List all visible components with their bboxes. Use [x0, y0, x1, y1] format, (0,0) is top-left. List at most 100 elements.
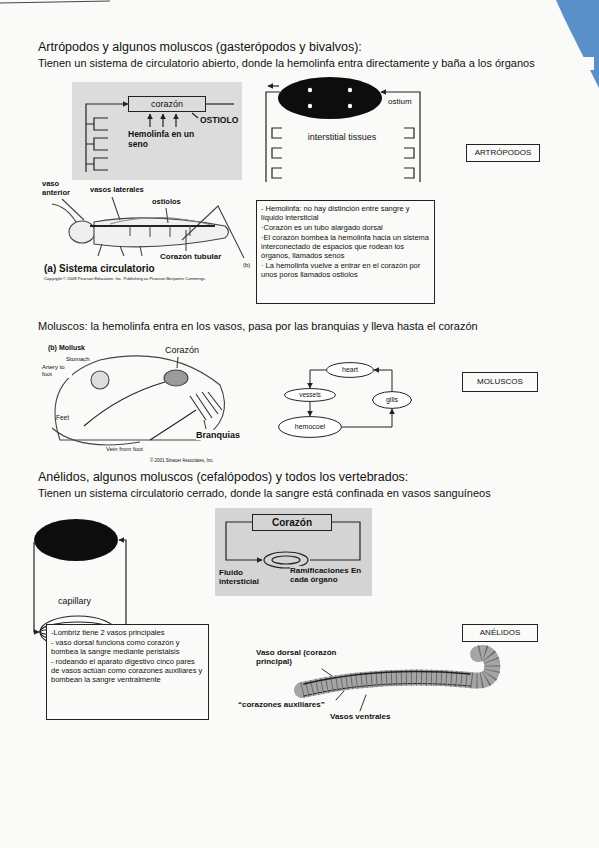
mollusk-body — [55, 356, 225, 440]
part-label: capillary — [58, 596, 91, 606]
flow-arrow — [342, 409, 392, 427]
section-tag: ANÉLIDOS — [462, 624, 538, 642]
organ-oval: vessels — [284, 388, 336, 402]
oval-outline — [279, 417, 342, 438]
leader-line — [192, 113, 198, 118]
part-label: Vein from foot — [106, 446, 143, 453]
heart-box: corazón — [128, 96, 206, 112]
section-subheading: Tienen un sistema circulatorio cerrado, … — [38, 487, 491, 500]
heart-shape — [278, 77, 382, 119]
oval-outline — [373, 392, 412, 409]
insect-leg — [98, 244, 142, 256]
diagram-frame — [72, 82, 242, 180]
heart-shape — [164, 370, 188, 386]
part-label: Hemolinfa en un seno — [128, 130, 198, 150]
part-label: Stomach — [66, 356, 90, 363]
scan-corner — [556, 0, 599, 88]
section-tag: ARTRÓPODOS — [466, 144, 540, 162]
flow-arrow — [149, 114, 150, 127]
leader-line — [112, 197, 120, 220]
heart-shape — [34, 519, 118, 561]
node-text: Corazón — [272, 517, 312, 529]
vessel-line — [34, 542, 39, 632]
node-text: -Lombriz tiene 2 vasos principales — [51, 628, 204, 637]
copyright-note: Copyright © 2008 Pearson Education, Inc.… — [44, 277, 206, 282]
scan-edge — [0, 1, 110, 3]
part-label: interstitial tissues — [300, 132, 384, 142]
sinus-loop — [94, 158, 108, 170]
leader-line — [204, 420, 206, 429]
vessel-line — [116, 540, 126, 632]
node-text: gills — [386, 396, 398, 404]
insect-head — [69, 221, 95, 243]
heart-box: Corazón — [252, 514, 332, 531]
stomach-shape — [91, 371, 109, 389]
insect-wing — [110, 217, 215, 226]
flow-arrow — [310, 370, 326, 388]
copyright-note: © 2001 Sinauer Associates, Inc. — [150, 458, 214, 463]
vessel-line — [381, 92, 420, 182]
vessel-line — [86, 124, 94, 164]
sinus-loop — [94, 138, 108, 150]
part-label: Vasos ventrales — [330, 712, 390, 721]
node-text: ·El corazón bombea la hemolinfa hacia un… — [261, 233, 430, 260]
leader-line — [177, 357, 178, 368]
node-text: vessels — [299, 391, 321, 399]
organ-branches — [272, 556, 300, 564]
part-label: ostiolos — [152, 198, 181, 207]
part-label: ostium — [388, 97, 412, 106]
figure-caption: (a) Sistema circulatorio — [44, 263, 155, 275]
ostium-dot — [348, 88, 352, 92]
part-label: vaso anterior — [42, 180, 86, 197]
lateral-vessel — [130, 226, 190, 237]
section-heading: Anélidos, algunos moluscos (cefalópodos)… — [38, 470, 408, 484]
leader-line — [360, 695, 366, 711]
node-text: MOLUSCOS — [477, 377, 523, 387]
flow-arrow — [175, 114, 176, 127]
leader-line — [336, 691, 344, 700]
part-label: Branquias — [196, 430, 240, 440]
ostium-dot — [348, 104, 352, 108]
flow-arrow — [374, 370, 392, 391]
sinus-loop — [94, 118, 108, 130]
organ-oval: gills — [372, 391, 412, 409]
leader-line — [62, 199, 84, 220]
ostium-dot — [308, 88, 312, 92]
flow-arrow — [310, 402, 311, 416]
organ-oval: hemocoel — [278, 416, 342, 438]
tissue-bracket — [272, 128, 282, 178]
section-heading: Artrópodos y algunos moluscos (gasterópo… — [38, 40, 362, 54]
section-subheading: Tienen un sistema de circulatorio abiert… — [38, 57, 594, 70]
part-label: Artery to foot — [42, 364, 72, 378]
vein-line — [150, 410, 196, 440]
note-box: - Hemolinfa: no hay distinción entre san… — [256, 200, 435, 304]
node-text: corazón — [151, 99, 183, 110]
part-label: Ramificaciones En cada órgano — [290, 566, 366, 584]
node-text: ARTRÓPODOS — [475, 148, 532, 158]
node-text: · La hemolinfa vuelve a entrar en el cor… — [261, 261, 430, 279]
part-label: “corazones auxiliares” — [238, 700, 325, 709]
part-label: Fluido intersticial — [219, 568, 279, 586]
node-text: ANÉLIDOS — [480, 628, 520, 638]
leader-line — [166, 208, 168, 223]
flow-arrow — [268, 85, 279, 86]
part-label: Corazón tubular — [160, 252, 221, 261]
vessel-line — [206, 103, 234, 104]
figure-caption: (b) Mollusk — [48, 344, 85, 352]
artery-line — [84, 382, 165, 426]
oval-outline — [327, 363, 374, 378]
part-label: Feet — [56, 414, 69, 421]
section-heading: Moluscos: la hemolinfa entra en los vaso… — [38, 320, 478, 333]
node-text: - Hemolinfa: no hay distinción entre san… — [261, 204, 430, 222]
mollusk-foot — [52, 428, 140, 445]
ventral-vessel — [304, 684, 470, 696]
vessel-line — [86, 104, 128, 172]
node-text: heart — [342, 366, 358, 374]
diagram-frame — [215, 508, 372, 596]
node-text: - vaso dorsal funciona como corazón y bo… — [51, 638, 204, 656]
node-text: - rodeando el aparato digestivo cinco pa… — [51, 657, 204, 684]
oval-outline — [285, 389, 336, 402]
part-label: Vaso dorsal (corazón principal) — [256, 648, 366, 666]
dorsal-heart — [90, 225, 215, 227]
